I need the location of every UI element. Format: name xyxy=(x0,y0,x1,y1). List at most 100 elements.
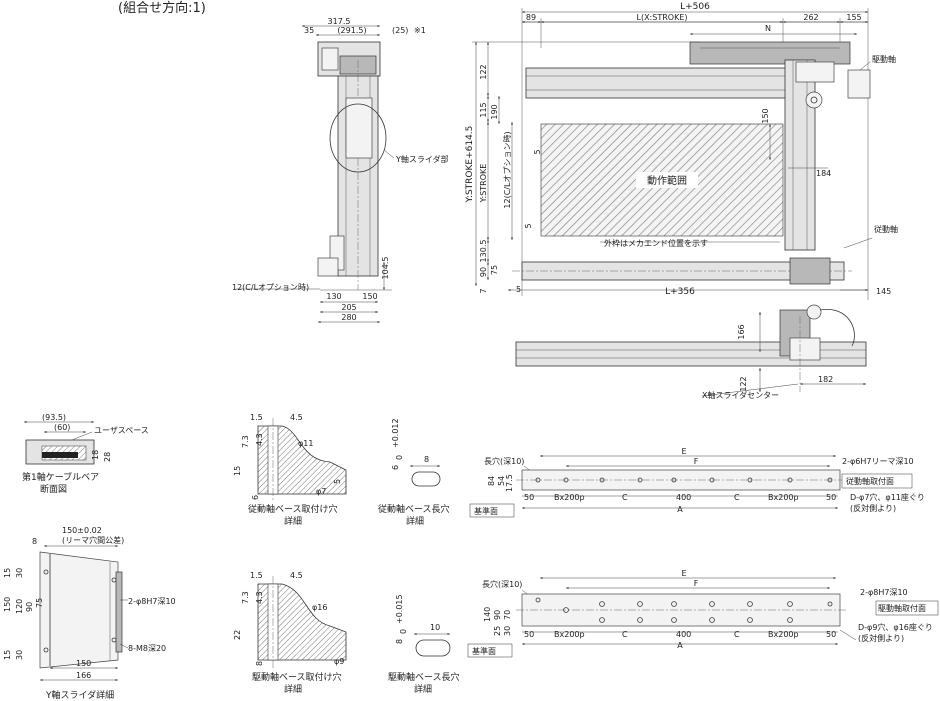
dim-8: 8 xyxy=(32,537,37,546)
driven-base-plan: E F 長穴(深10) 2-φ6H7リーマ深10 従動軸取付面 D-φ7穴、φ1… xyxy=(469,447,925,518)
driven-base-slot-detail: 8 6 +0.012 0 従動軸ベース長穴 詳細 xyxy=(378,418,450,527)
dim-y-stroke: Y:STROKE xyxy=(479,164,488,204)
drive-hole xyxy=(787,601,793,607)
driven-base-hole-detail: 1.5 4.5 7.3 4.3 15 φ11 5 6 φ7 従動軸ベース取付け穴… xyxy=(233,413,347,527)
driven-mount-face: 従動軸取付面 xyxy=(846,476,894,486)
drive-dim-70: 70 xyxy=(503,610,512,620)
driven-dim-bx-right: Bx200p xyxy=(768,493,799,502)
drive-hole xyxy=(563,607,569,613)
mecha-end-note: 外枠はメカエンド位置を示す xyxy=(604,238,708,248)
drive-dim-e: E xyxy=(681,569,686,578)
dim-104-5: 104.5 xyxy=(381,257,390,280)
dim-262: 262 xyxy=(803,13,818,22)
dim-93-5: (93.5) xyxy=(42,413,66,422)
drive-hole xyxy=(709,617,715,623)
driven-pin-label: 2-φ6H7リーマ深10 xyxy=(842,457,914,466)
driven-hole xyxy=(709,477,715,483)
driven-shaft-label: 従動軸 xyxy=(874,224,898,234)
drive-hole xyxy=(599,601,605,607)
dim-182: 182 xyxy=(818,375,833,384)
drive-hole xyxy=(671,617,677,623)
drive-opposite: (反対側より) xyxy=(858,633,904,643)
dim-150: 150 xyxy=(362,292,377,301)
driven-dim-c-left: C xyxy=(622,493,628,502)
tap-holes-label: 8-M8深20 xyxy=(128,644,166,653)
top-view: L+506 89 L(X:STROKE) 262 155 N Y:STROKE+… xyxy=(465,2,898,300)
dim-4-5-a: 4.5 xyxy=(290,413,303,422)
cable-bearer-section: (93.5) (60) ユーザスペース 18 28 第1軸ケーブルベア 断面図 xyxy=(22,413,149,495)
dim-28: 28 xyxy=(103,452,112,462)
y-slider-label: Y軸スライダ部 xyxy=(395,154,449,164)
dim-291-5: (291.5) xyxy=(337,26,366,35)
driven-hole-caption-1: 従動軸ベース取付け穴 xyxy=(248,503,338,515)
drive-hole xyxy=(637,601,643,607)
dim-6-a: 6 xyxy=(251,495,260,500)
drive-motor-top xyxy=(689,41,851,65)
x-slider-center-label: X軸スライダセンター xyxy=(702,390,779,400)
drive-base-plan: E F 長穴(深10) 2-φ8H7深10 駆動軸取付面 D-φ9穴、 xyxy=(467,569,939,658)
tol-8-upper: +0.015 xyxy=(395,594,404,624)
dim-130: 130 xyxy=(326,292,341,301)
driven-dim-50-left: 50 xyxy=(524,493,534,502)
reamer-hole-bottom xyxy=(43,647,49,653)
drive-hole xyxy=(599,617,605,623)
dim-115: 115 xyxy=(479,102,488,117)
dim-90: 90 xyxy=(479,267,488,277)
y-slider-detail: 150±0.02 (リーマ穴間公差) 8 15 30 150 120 90 75… xyxy=(3,526,176,701)
dim-y-stroke-total: Y:STROKE+614.5 xyxy=(465,126,475,204)
dim-15-top: 15 xyxy=(3,568,12,578)
driven-dim-f: F xyxy=(694,457,699,466)
drive-dim-140: 140 xyxy=(483,607,492,622)
y-drive-unit xyxy=(795,61,835,83)
drive-reference-face: 基準面 xyxy=(472,646,496,656)
dim-25: (25) xyxy=(392,26,408,35)
dim-1-5-a: 1.5 xyxy=(250,413,263,422)
dim-205: 205 xyxy=(341,303,356,312)
tol-6-zero: 0 xyxy=(395,455,404,460)
pin-holes-label: 2-φ8H7深10 xyxy=(128,597,176,606)
drive-mount-face: 駆動軸取付面 xyxy=(878,603,926,613)
dim-4-5-b: 4.5 xyxy=(290,571,303,580)
dim-30-bottom: 30 xyxy=(15,650,24,660)
dim-6-slot: 6 xyxy=(391,465,400,470)
drive-pin-label: 2-φ8H7深10 xyxy=(860,588,908,597)
dim-120: 120 xyxy=(15,599,24,614)
driven-opposite: (反対側より) xyxy=(850,503,896,513)
driven-hole-row xyxy=(535,477,833,483)
dim-7-3-a: 7.3 xyxy=(241,435,250,448)
y-slider-caption: Y軸スライダ詳細 xyxy=(45,689,114,701)
dim-1-5-b: 1.5 xyxy=(250,571,263,580)
dim-phi11: φ11 xyxy=(298,439,313,448)
driven-slot-caption-2: 詳細 xyxy=(406,515,424,527)
side-view: 317.5 35 (291.5) (25) ※1 Y軸スライダ部 104.5 1… xyxy=(232,17,449,323)
driven-dim-84: 84 xyxy=(487,476,496,486)
driven-hole xyxy=(827,477,833,483)
drive-dim-30: 30 xyxy=(503,626,512,636)
dim-phi7: φ7 xyxy=(316,487,326,496)
user-space-label: ユーザスペース xyxy=(94,426,149,435)
dim-18: 18 xyxy=(91,450,100,460)
dim-cl-option-y: 12(C/Lオプション時) xyxy=(503,131,512,208)
driven-hole-section xyxy=(257,425,347,495)
drive-hole xyxy=(535,597,541,603)
dim-130-5: 130.5 xyxy=(479,240,488,263)
drive-dim-f: F xyxy=(694,579,699,588)
dim-317-5: 317.5 xyxy=(328,17,351,26)
driven-slot-label: 長穴(深10) xyxy=(484,456,524,466)
dim-280: 280 xyxy=(341,313,356,322)
dim-90-y: 90 xyxy=(25,602,34,612)
y-slider-circle xyxy=(329,103,387,173)
dim-l-plus-356: L+356 xyxy=(665,287,695,297)
driven-dim-50-right: 50 xyxy=(826,493,836,502)
drive-hole xyxy=(747,601,753,607)
driven-slot-caption-1: 従動軸ベース長穴 xyxy=(378,503,450,515)
note-1: ※1 xyxy=(414,26,426,35)
driven-dim-e: E xyxy=(681,447,686,456)
drive-dim-90: 90 xyxy=(493,610,502,620)
drive-dim-400: 400 xyxy=(676,630,691,639)
side-cl-option: 12(C/Lオプション時) xyxy=(232,283,309,292)
drive-hole xyxy=(747,617,753,623)
dim-4-3-b: 4.3 xyxy=(255,591,264,604)
dim-150-v: 150 xyxy=(3,597,12,612)
drive-base-hole-detail: 1.5 4.5 7.3 4.3 22 φ16 8 φ9 駆動軸ベース取付け穴 詳… xyxy=(233,571,347,695)
